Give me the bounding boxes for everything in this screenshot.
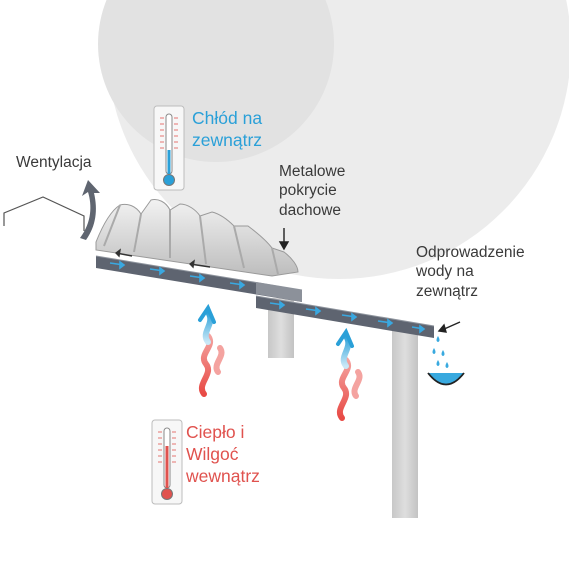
- air-flow-arrows-sheet: [114, 248, 211, 269]
- metal-roofing-label: Metalowe pokrycie dachowe: [279, 162, 369, 220]
- warmth-inside-label: Ciepło i Wilgoć wewnątrz: [186, 422, 286, 488]
- water-drainage-label-line: wody na: [416, 263, 474, 281]
- thermometer-icon: [153, 105, 185, 191]
- warmth-inside-label-line: wewnątrz: [186, 465, 260, 486]
- water-drop-icon: [432, 336, 449, 368]
- metal-roofing-label-line: dachowe: [279, 201, 342, 219]
- wavy-arrow-icon: [198, 303, 225, 397]
- cold-outside-label: Chłód na zewnątrz: [192, 108, 292, 152]
- metal-roofing-label-line: pokrycie: [279, 182, 337, 200]
- thermometer-icon: [151, 419, 183, 505]
- metal-roofing-sheet: [95, 199, 299, 277]
- background-circles: [98, 0, 569, 279]
- roof-panel-upper: [95, 255, 303, 302]
- house-outline: [3, 196, 85, 231]
- water-drainage-label: Odprowadzenie wody na zewnątrz: [416, 243, 556, 301]
- water-drainage-label-line: Odprowadzenie: [416, 244, 525, 261]
- pointer-arrows: [278, 228, 461, 333]
- warmth-inside-label-line: Ciepło i: [186, 422, 245, 442]
- metal-roofing-label-line: Metalowe: [279, 163, 346, 180]
- curved-arrow-icon: [80, 180, 100, 240]
- cold-outside-label-line: Chłód na: [192, 108, 263, 128]
- wavy-arrow-icon: [336, 327, 363, 421]
- roof-panel-lower: [255, 295, 435, 338]
- ventilation-label: Wentylacja: [16, 154, 92, 171]
- warmth-inside-label-line: Wilgoć: [186, 443, 239, 464]
- air-flow-arrows-roof: [109, 260, 426, 334]
- cold-outside-label-line: zewnątrz: [192, 129, 263, 150]
- water-drainage-label-line: zewnątrz: [416, 282, 479, 300]
- gutter: [427, 372, 465, 386]
